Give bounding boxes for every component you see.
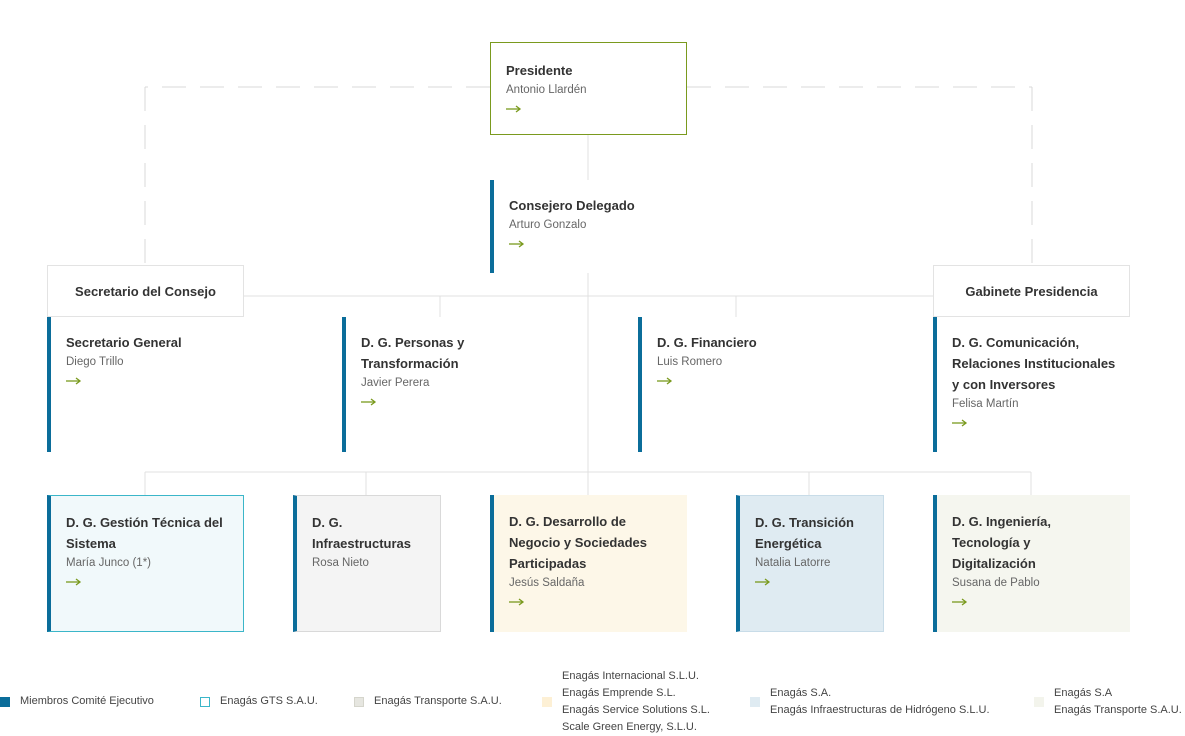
legend-label-group: Enagás Internacional S.L.U. Enagás Empre… xyxy=(562,668,710,736)
president-name: Antonio Llardén xyxy=(506,84,587,96)
secretario-consejo-header: Secretario del Consejo xyxy=(47,265,244,317)
dg-transicion-energetica-card[interactable]: D. G. Transición Energética Natalia Lato… xyxy=(736,495,884,632)
secretario-general-card[interactable]: Secretario General Diego Trillo xyxy=(47,317,244,452)
ceo-title: Consejero Delegado xyxy=(509,198,635,213)
president-card[interactable]: Presidente Antonio Llardén xyxy=(490,42,687,135)
card-title: D. G. Infraestructuras xyxy=(312,515,411,551)
card-title: D. G. Comunicación, Relaciones Instituci… xyxy=(952,335,1116,392)
legend-gts: Enagás GTS S.A.U. xyxy=(200,693,318,710)
card-name: Felisa Martín xyxy=(952,398,1019,410)
legend-sa-transporte: Enagás S.A Enagás Transporte S.A.U. xyxy=(1034,685,1182,719)
legend-label: Miembros Comité Ejecutivo xyxy=(20,695,154,707)
legend-comite-ejecutivo: Miembros Comité Ejecutivo xyxy=(0,693,154,710)
legend-transporte: Enagás Transporte S.A.U. xyxy=(354,693,502,710)
legend-label: Scale Green Energy, S.L.U. xyxy=(562,721,697,733)
legend-label-group: Enagás S.A. Enagás Infraestructuras de H… xyxy=(770,685,990,719)
arrow-right-icon xyxy=(66,377,82,385)
card-title: D. G. Gestión Técnica del Sistema xyxy=(66,515,223,551)
legend-internacional: Enagás Internacional S.L.U. Enagás Empre… xyxy=(542,668,710,736)
legend-label: Enagás Transporte S.A.U. xyxy=(1054,704,1182,716)
card-name: Susana de Pablo xyxy=(952,577,1040,589)
arrow-right-icon xyxy=(361,398,377,406)
ceo-card[interactable]: Consejero Delegado Arturo Gonzalo xyxy=(490,180,687,273)
card-title: D. G. Transición Energética xyxy=(755,515,854,551)
legend-label: Enagás Emprende S.L. xyxy=(562,687,676,699)
card-name: Javier Perera xyxy=(361,377,430,389)
legend-label: Enagás GTS S.A.U. xyxy=(220,695,318,707)
arrow-right-icon xyxy=(952,598,968,606)
legend-label: Enagás Infraestructuras de Hidrógeno S.L… xyxy=(770,704,990,716)
arrow-right-icon xyxy=(66,578,82,586)
card-title: D. G. Ingeniería, Tecnología y Digitaliz… xyxy=(952,514,1051,571)
arrow-right-icon xyxy=(952,419,968,427)
legend-swatch xyxy=(200,696,210,707)
legend-swatch xyxy=(1034,697,1044,707)
arrow-right-icon xyxy=(509,240,525,248)
dg-desarrollo-negocio-card[interactable]: D. G. Desarrollo de Negocio y Sociedades… xyxy=(490,495,687,632)
president-title: Presidente xyxy=(506,63,573,78)
card-title: D. G. Desarrollo de Negocio y Sociedades… xyxy=(509,514,647,571)
card-name: Rosa Nieto xyxy=(312,557,369,569)
card-name: Jesús Saldaña xyxy=(509,577,585,589)
dg-infraestructuras-card[interactable]: D. G. Infraestructuras Rosa Nieto xyxy=(293,495,441,632)
card-name: Natalia Latorre xyxy=(755,557,831,569)
card-name: Diego Trillo xyxy=(66,356,124,368)
legend-swatch xyxy=(750,697,760,707)
arrow-right-icon xyxy=(755,578,771,586)
card-name: Luis Romero xyxy=(657,356,723,368)
dg-financiero-card[interactable]: D. G. Financiero Luis Romero xyxy=(638,317,835,452)
legend-sa-hidrogeno: Enagás S.A. Enagás Infraestructuras de H… xyxy=(750,685,990,719)
dg-ingenieria-card[interactable]: D. G. Ingeniería, Tecnología y Digitaliz… xyxy=(933,495,1130,632)
card-title: D. G. Personas y Transformación xyxy=(361,335,465,371)
legend-label: Enagás S.A. xyxy=(770,687,832,699)
arrow-right-icon xyxy=(509,598,525,606)
gabinete-presidencia-header: Gabinete Presidencia xyxy=(933,265,1130,317)
legend-label: Enagás Transporte S.A.U. xyxy=(374,695,502,707)
arrow-right-icon xyxy=(657,377,673,385)
dg-personas-card[interactable]: D. G. Personas y Transformación Javier P… xyxy=(342,317,539,452)
legend-swatch xyxy=(542,697,552,707)
card-name: María Junco (1*) xyxy=(66,557,152,569)
legend-label-group: Enagás S.A Enagás Transporte S.A.U. xyxy=(1054,685,1182,719)
legend-label: Enagás S.A xyxy=(1054,687,1113,699)
card-title: D. G. Financiero xyxy=(657,335,757,350)
dg-comunicacion-card[interactable]: D. G. Comunicación, Relaciones Instituci… xyxy=(933,317,1130,452)
dg-gestion-tecnica-card[interactable]: D. G. Gestión Técnica del Sistema María … xyxy=(47,495,244,632)
card-title: Secretario General xyxy=(66,335,182,350)
arrow-right-icon xyxy=(506,105,522,113)
ceo-name: Arturo Gonzalo xyxy=(509,219,587,231)
legend-swatch xyxy=(354,696,364,707)
legend-label: Enagás Service Solutions S.L. xyxy=(562,704,710,716)
legend-swatch xyxy=(0,696,10,707)
legend-label: Enagás Internacional S.L.U. xyxy=(562,670,699,682)
